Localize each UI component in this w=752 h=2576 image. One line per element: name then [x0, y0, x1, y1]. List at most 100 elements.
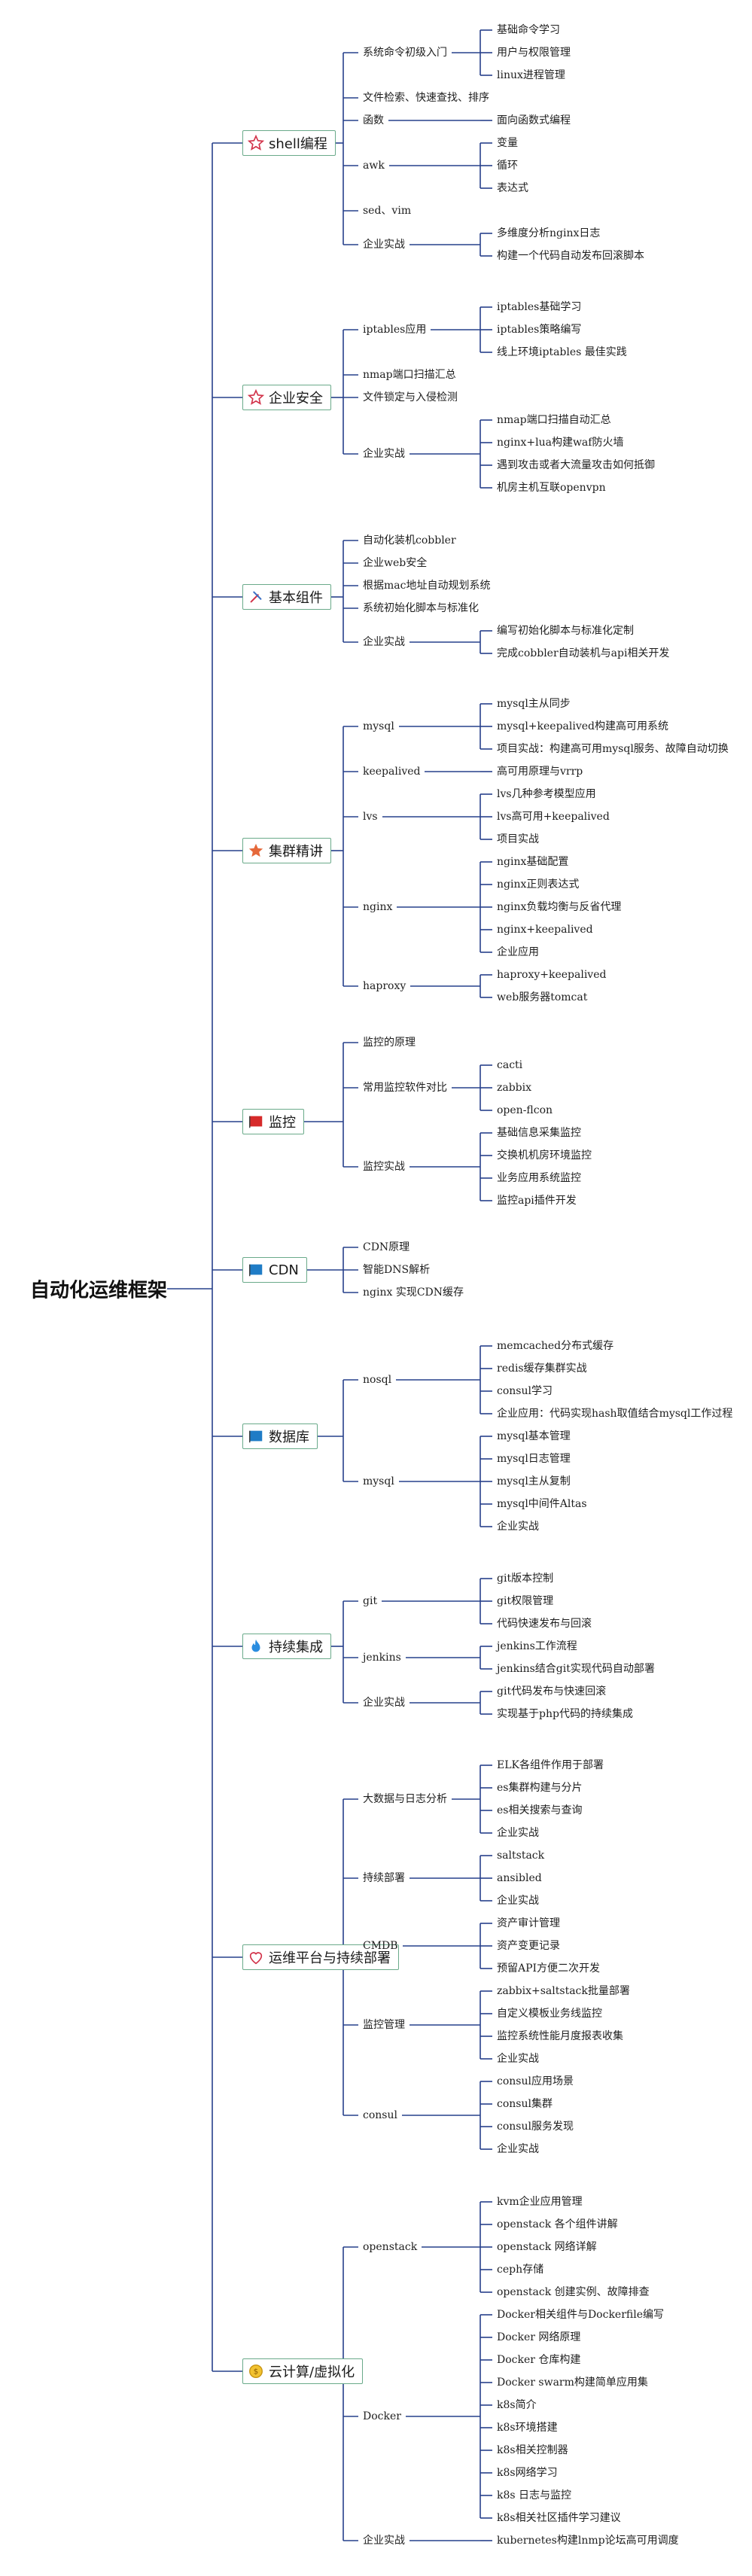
subtopic-label: 监控api插件开发: [497, 1195, 577, 1207]
subtopic-label: web服务器tomcat: [497, 991, 588, 1003]
subtopic-label: k8s相关社区插件学习建议: [497, 2512, 621, 2524]
topic-label: 大数据与日志分析: [363, 1793, 447, 1805]
subtopic-label: 面向函数式编程: [497, 114, 571, 126]
red-flag-icon: [248, 1113, 264, 1130]
branch-node: 企业安全: [242, 385, 331, 410]
subtopic-label: ceph存储: [497, 2264, 544, 2276]
subtopic-label: nginx正则表达式: [497, 878, 580, 891]
topic-label: 企业实战: [363, 239, 405, 251]
topic-label: git: [363, 1595, 378, 1607]
branch-node: 监控: [242, 1109, 304, 1134]
topic-label: 常用监控软件对比: [363, 1082, 447, 1094]
subtopic-label: Docker相关组件与Dockerfile编写: [497, 2309, 665, 2321]
coin-icon: $: [248, 2363, 264, 2380]
subtopic-label: 机房主机互联openvpn: [497, 482, 606, 494]
subtopic-label: 代码快速发布与回滚: [497, 1618, 592, 1630]
subtopic-label: nmap端口扫描自动汇总: [497, 414, 611, 426]
subtopic-label: 监控系统性能月度报表收集: [497, 2030, 623, 2042]
subtopic-label: 用户与权限管理: [497, 47, 571, 59]
topic-label: awk: [363, 160, 385, 172]
star-outline-icon: [248, 135, 264, 151]
subtopic-label: mysql日志管理: [497, 1453, 571, 1465]
topic-label: lvs: [363, 811, 378, 823]
subtopic-label: Docker swarm构建简单应用集: [497, 2377, 648, 2389]
blue-flag-icon: [248, 1262, 264, 1278]
subtopic-label: memcached分布式缓存: [497, 1340, 614, 1352]
subtopic-label: 基础命令学习: [497, 24, 560, 36]
topic-label: openstack: [363, 2241, 418, 2253]
root-title: 自动化运维框架: [30, 1279, 168, 1302]
topic-label: 自动化装机cobbler: [363, 534, 456, 547]
branch-label: 持续集成: [269, 1640, 323, 1655]
subtopic-label: 企业实战: [497, 1827, 539, 1839]
branch-node: 数据库: [242, 1423, 318, 1449]
subtopic-label: k8s相关控制器: [497, 2444, 568, 2456]
branch-label: 数据库: [269, 1430, 309, 1445]
branch-node: CDN: [242, 1257, 307, 1283]
subtopic-label: git版本控制: [497, 1573, 554, 1585]
topic-label: consul: [363, 2109, 397, 2121]
branch-node: 基本组件: [242, 584, 331, 610]
subtopic-label: 业务应用系统监控: [497, 1172, 581, 1184]
subtopic-label: zabbix: [497, 1082, 532, 1094]
blue-flag-icon: [248, 1428, 264, 1445]
topic-label: mysql: [363, 1475, 394, 1487]
topic-label: sed、vim: [363, 205, 412, 217]
subtopic-label: openstack 网络详解: [497, 2241, 597, 2253]
topic-label: 监控管理: [363, 2019, 405, 2031]
subtopic-label: 多维度分析nginx日志: [497, 227, 601, 239]
subtopic-label: consul学习: [497, 1385, 553, 1397]
branch-node: 运维平台与持续部署: [242, 1944, 399, 1970]
subtopic-label: 资产审计管理: [497, 1917, 560, 1929]
topic-label: 企业实战: [363, 2535, 405, 2547]
topic-label: 监控的原理: [363, 1037, 416, 1049]
subtopic-label: consul应用场景: [497, 2075, 574, 2087]
heart-icon: [248, 1949, 264, 1965]
flame-icon: [248, 1638, 264, 1655]
subtopic-label: 构建一个代码自动发布回滚脚本: [497, 250, 644, 262]
subtopic-label: open-flcon: [497, 1104, 553, 1116]
subtopic-label: 企业实战: [497, 2143, 539, 2155]
subtopic-label: mysql基本管理: [497, 1430, 571, 1442]
topic-label: jenkins: [363, 1652, 401, 1664]
star-outline-icon: [248, 389, 264, 406]
subtopic-label: 循环: [497, 160, 518, 172]
subtopic-label: lvs几种参考模型应用: [497, 788, 596, 800]
subtopic-label: saltstack: [497, 1850, 545, 1862]
subtopic-label: k8s 日志与监控: [497, 2489, 572, 2501]
subtopic-label: es相关搜索与查询: [497, 1804, 583, 1816]
topic-label: Docker: [363, 2410, 401, 2422]
subtopic-label: k8s网络学习: [497, 2467, 558, 2479]
topic-label: iptables应用: [363, 324, 427, 336]
subtopic-label: openstack 创建实例、故障排查: [497, 2286, 650, 2298]
subtopic-label: 高可用原理与vrrp: [497, 766, 583, 778]
subtopic-label: git代码发布与快速回滚: [497, 1685, 607, 1698]
branch-node: 持续集成: [242, 1634, 331, 1659]
subtopic-label: nginx负载均衡与反省代理: [497, 901, 622, 913]
subtopic-label: k8s简介: [497, 2399, 537, 2411]
subtopic-label: 实现基于php代码的持续集成: [497, 1708, 633, 1720]
subtopic-label: cacti: [497, 1059, 523, 1071]
subtopic-label: openstack 各个组件讲解: [497, 2218, 618, 2230]
subtopic-label: 企业实战: [497, 2053, 539, 2065]
subtopic-label: nginx+keepalived: [497, 924, 593, 936]
subtopic-label: Docker 仓库构建: [497, 2354, 581, 2366]
topic-label: CDN原理: [363, 1241, 410, 1253]
topic-label: 智能DNS解析: [363, 1264, 431, 1276]
topic-label: 持续部署: [363, 1872, 405, 1884]
subtopic-label: 变量: [497, 137, 518, 149]
branch-label: 集群精讲: [269, 844, 323, 860]
topic-label: CMDB: [363, 1940, 398, 1952]
branch-label: shell编程: [269, 136, 327, 152]
subtopic-label: redis缓存集群实战: [497, 1363, 587, 1375]
branch-label: 云计算/虚拟化: [269, 2364, 355, 2380]
subtopic-label: k8s环境搭建: [497, 2422, 558, 2434]
subtopic-label: 交换机机房环境监控: [497, 1149, 592, 1162]
topic-label: 企业web安全: [363, 557, 428, 569]
branch-label: 基本组件: [269, 590, 323, 606]
subtopic-label: 企业实战: [497, 1521, 539, 1533]
topic-label: 函数: [363, 114, 384, 126]
subtopic-label: zabbix+saltstack批量部署: [497, 1985, 630, 1997]
subtopic-label: git权限管理: [497, 1595, 554, 1607]
